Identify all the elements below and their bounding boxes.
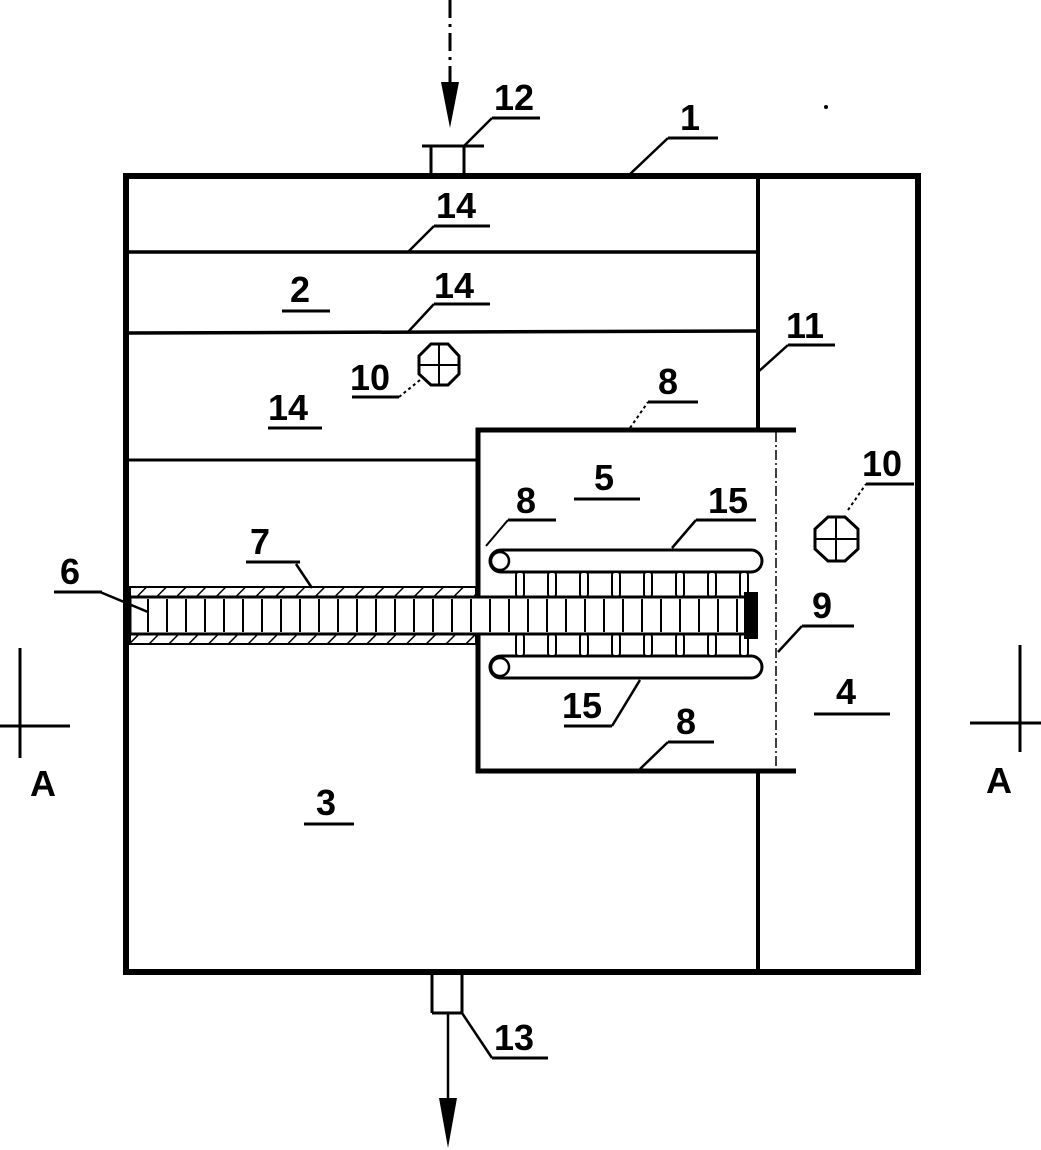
wall-leaders xyxy=(485,400,854,770)
label-section-left: A xyxy=(30,763,56,804)
label-layer-c: 14 xyxy=(268,387,308,428)
sleeve-element-leaders xyxy=(54,560,314,614)
housing-leader xyxy=(627,136,718,177)
partition-leader xyxy=(757,343,835,373)
port-left xyxy=(352,342,461,399)
tube-riser xyxy=(515,571,525,598)
inlet-pipe xyxy=(422,116,540,176)
section-mark-right xyxy=(970,645,1041,752)
tube-riser xyxy=(547,633,557,657)
label-wall-top: 8 xyxy=(658,361,678,402)
tube-bottom xyxy=(488,654,764,680)
label-partition: 11 xyxy=(786,305,824,346)
tube-riser xyxy=(707,633,717,657)
layer-leaders xyxy=(407,224,490,333)
label-element: 6 xyxy=(60,551,80,592)
label-layer-a: 14 xyxy=(436,185,476,226)
label-tube-bottom: 15 xyxy=(562,685,602,726)
label-tube-top: 15 xyxy=(708,480,748,521)
label-section-right: A xyxy=(986,760,1012,801)
tube-riser xyxy=(611,633,621,657)
inlet-flow-arrow xyxy=(441,0,459,128)
label-chamber-2: 2 xyxy=(290,269,310,310)
tube-top xyxy=(488,548,764,574)
label-sleeve: 7 xyxy=(250,521,270,562)
tube-leaders xyxy=(564,518,756,728)
tube-riser xyxy=(515,633,525,657)
label-inlet: 12 xyxy=(494,77,534,118)
stray-dot xyxy=(824,105,828,109)
outlet-flow-arrow xyxy=(439,1013,457,1148)
tube-riser xyxy=(643,633,653,657)
tube-riser xyxy=(547,571,557,598)
tube-riser xyxy=(675,633,685,657)
label-layer-b: 14 xyxy=(434,265,474,306)
label-port-right: 10 xyxy=(862,443,902,484)
label-line-9: 9 xyxy=(812,585,832,626)
tube-riser xyxy=(579,633,589,657)
tube-riser xyxy=(579,571,589,598)
port-right xyxy=(813,482,914,563)
label-chamber-3: 3 xyxy=(316,782,336,823)
label-outlet: 13 xyxy=(494,1017,534,1058)
label-chamber-4: 4 xyxy=(836,671,856,712)
tube-riser xyxy=(675,571,685,598)
layer-line-2 xyxy=(125,329,757,335)
tube-riser xyxy=(707,571,717,598)
label-wall-left: 8 xyxy=(516,480,536,521)
tube-riser xyxy=(643,571,653,598)
element-core xyxy=(128,592,758,639)
tube-riser xyxy=(611,571,621,598)
chamber-underlines xyxy=(268,309,890,826)
housing-outline xyxy=(123,173,921,975)
label-port-left: 10 xyxy=(350,357,390,398)
label-housing: 1 xyxy=(680,97,700,138)
section-mark-left xyxy=(0,648,70,758)
label-chamber-5: 5 xyxy=(594,457,614,498)
label-wall-bottom: 8 xyxy=(676,701,696,742)
